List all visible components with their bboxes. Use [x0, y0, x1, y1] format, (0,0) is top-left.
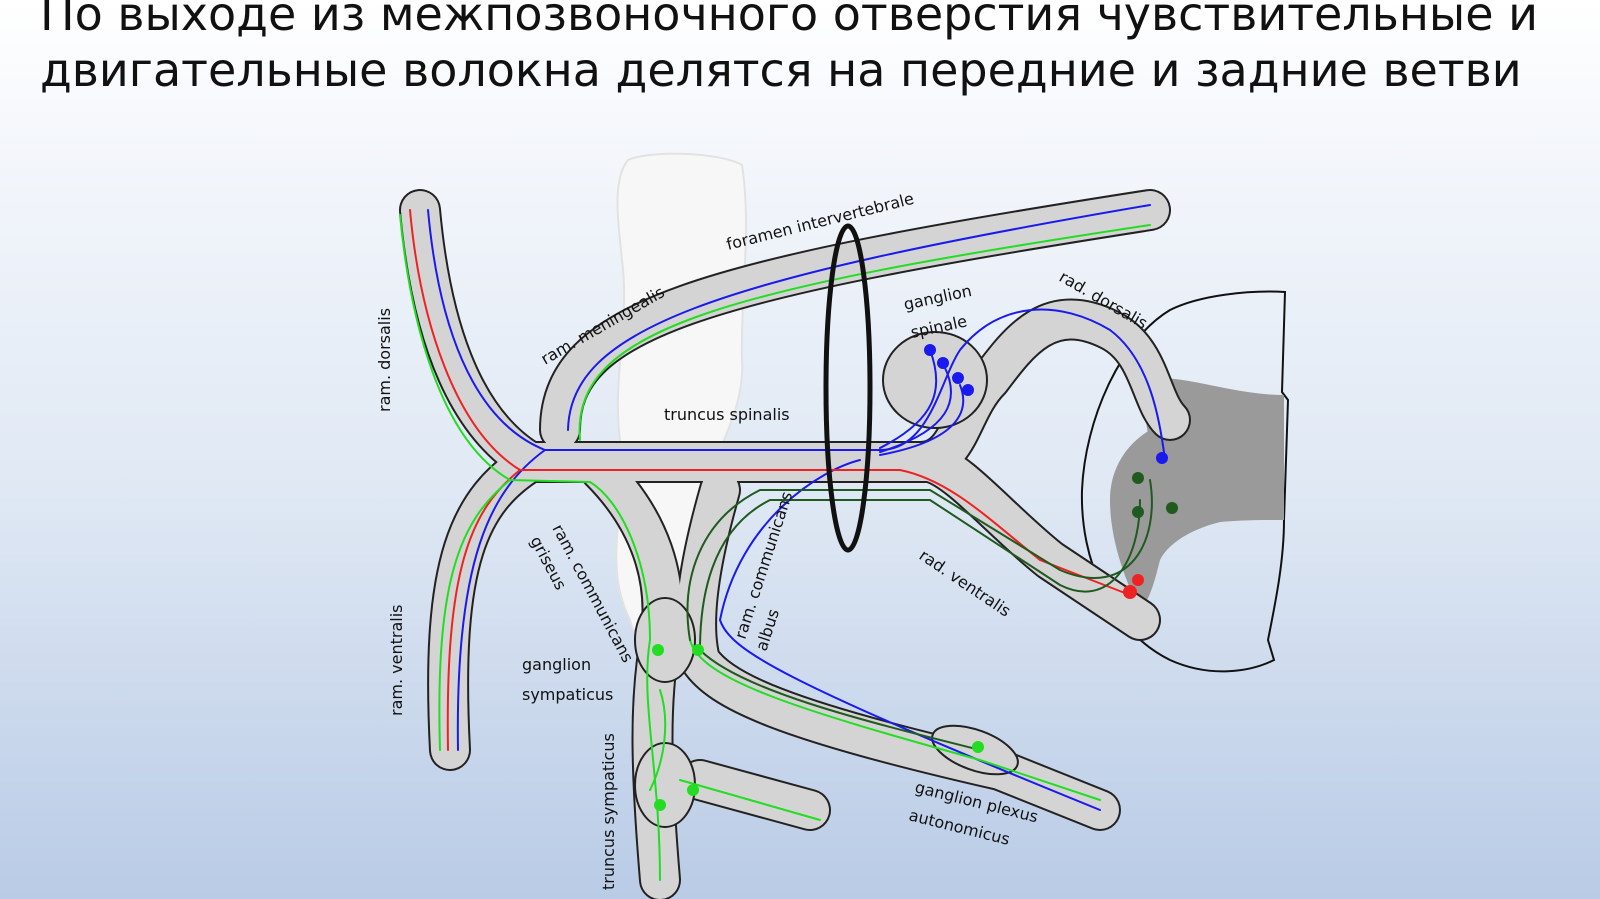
preganglionic-neuron	[1132, 472, 1144, 484]
motor-neuron	[1132, 574, 1144, 586]
motor-neuron	[1123, 585, 1137, 599]
label-truncus-spinalis: truncus spinalis	[664, 405, 790, 424]
label-truncus-sympaticus: truncus sympaticus	[599, 733, 618, 890]
slide-title: По выходе из межпозвоночного отверстия ч…	[40, 0, 1539, 97]
sensory-neuron	[962, 384, 974, 396]
sensory-neuron	[952, 372, 964, 384]
ganglion-sympaticus-shape	[634, 597, 696, 683]
autonomic-neuron	[692, 644, 704, 656]
label-ganglion-sympaticus-2: sympaticus	[522, 685, 613, 704]
sensory-neuron	[937, 357, 949, 369]
foramen-ring	[823, 223, 873, 553]
preganglionic-neuron	[1166, 502, 1178, 514]
label-ganglion-sympaticus-1: ganglion	[522, 655, 591, 674]
label-ram-dorsalis: ram. dorsalis	[375, 308, 394, 412]
autonomic-neuron	[654, 799, 666, 811]
sensory-neuron	[1156, 452, 1168, 464]
label-rad-ventralis: rad. ventralis	[916, 546, 1015, 621]
fibers	[399, 204, 1166, 881]
autonomic-neuron	[652, 644, 664, 656]
neuron-bodies	[652, 344, 1178, 811]
sensory-neuron	[924, 344, 936, 356]
ganglion-sympaticus-lower-shape	[634, 742, 696, 828]
label-ram-ventralis: ram. ventralis	[387, 605, 406, 716]
autonomic-neuron	[972, 741, 984, 753]
autonomic-neuron	[687, 784, 699, 796]
ganglion-spinale-shape	[882, 331, 988, 429]
label-ganglion-spinale-1: ganglion	[902, 281, 974, 314]
preganglionic-neuron	[1132, 506, 1144, 518]
gray-matter-ventral-horn	[1110, 410, 1284, 610]
